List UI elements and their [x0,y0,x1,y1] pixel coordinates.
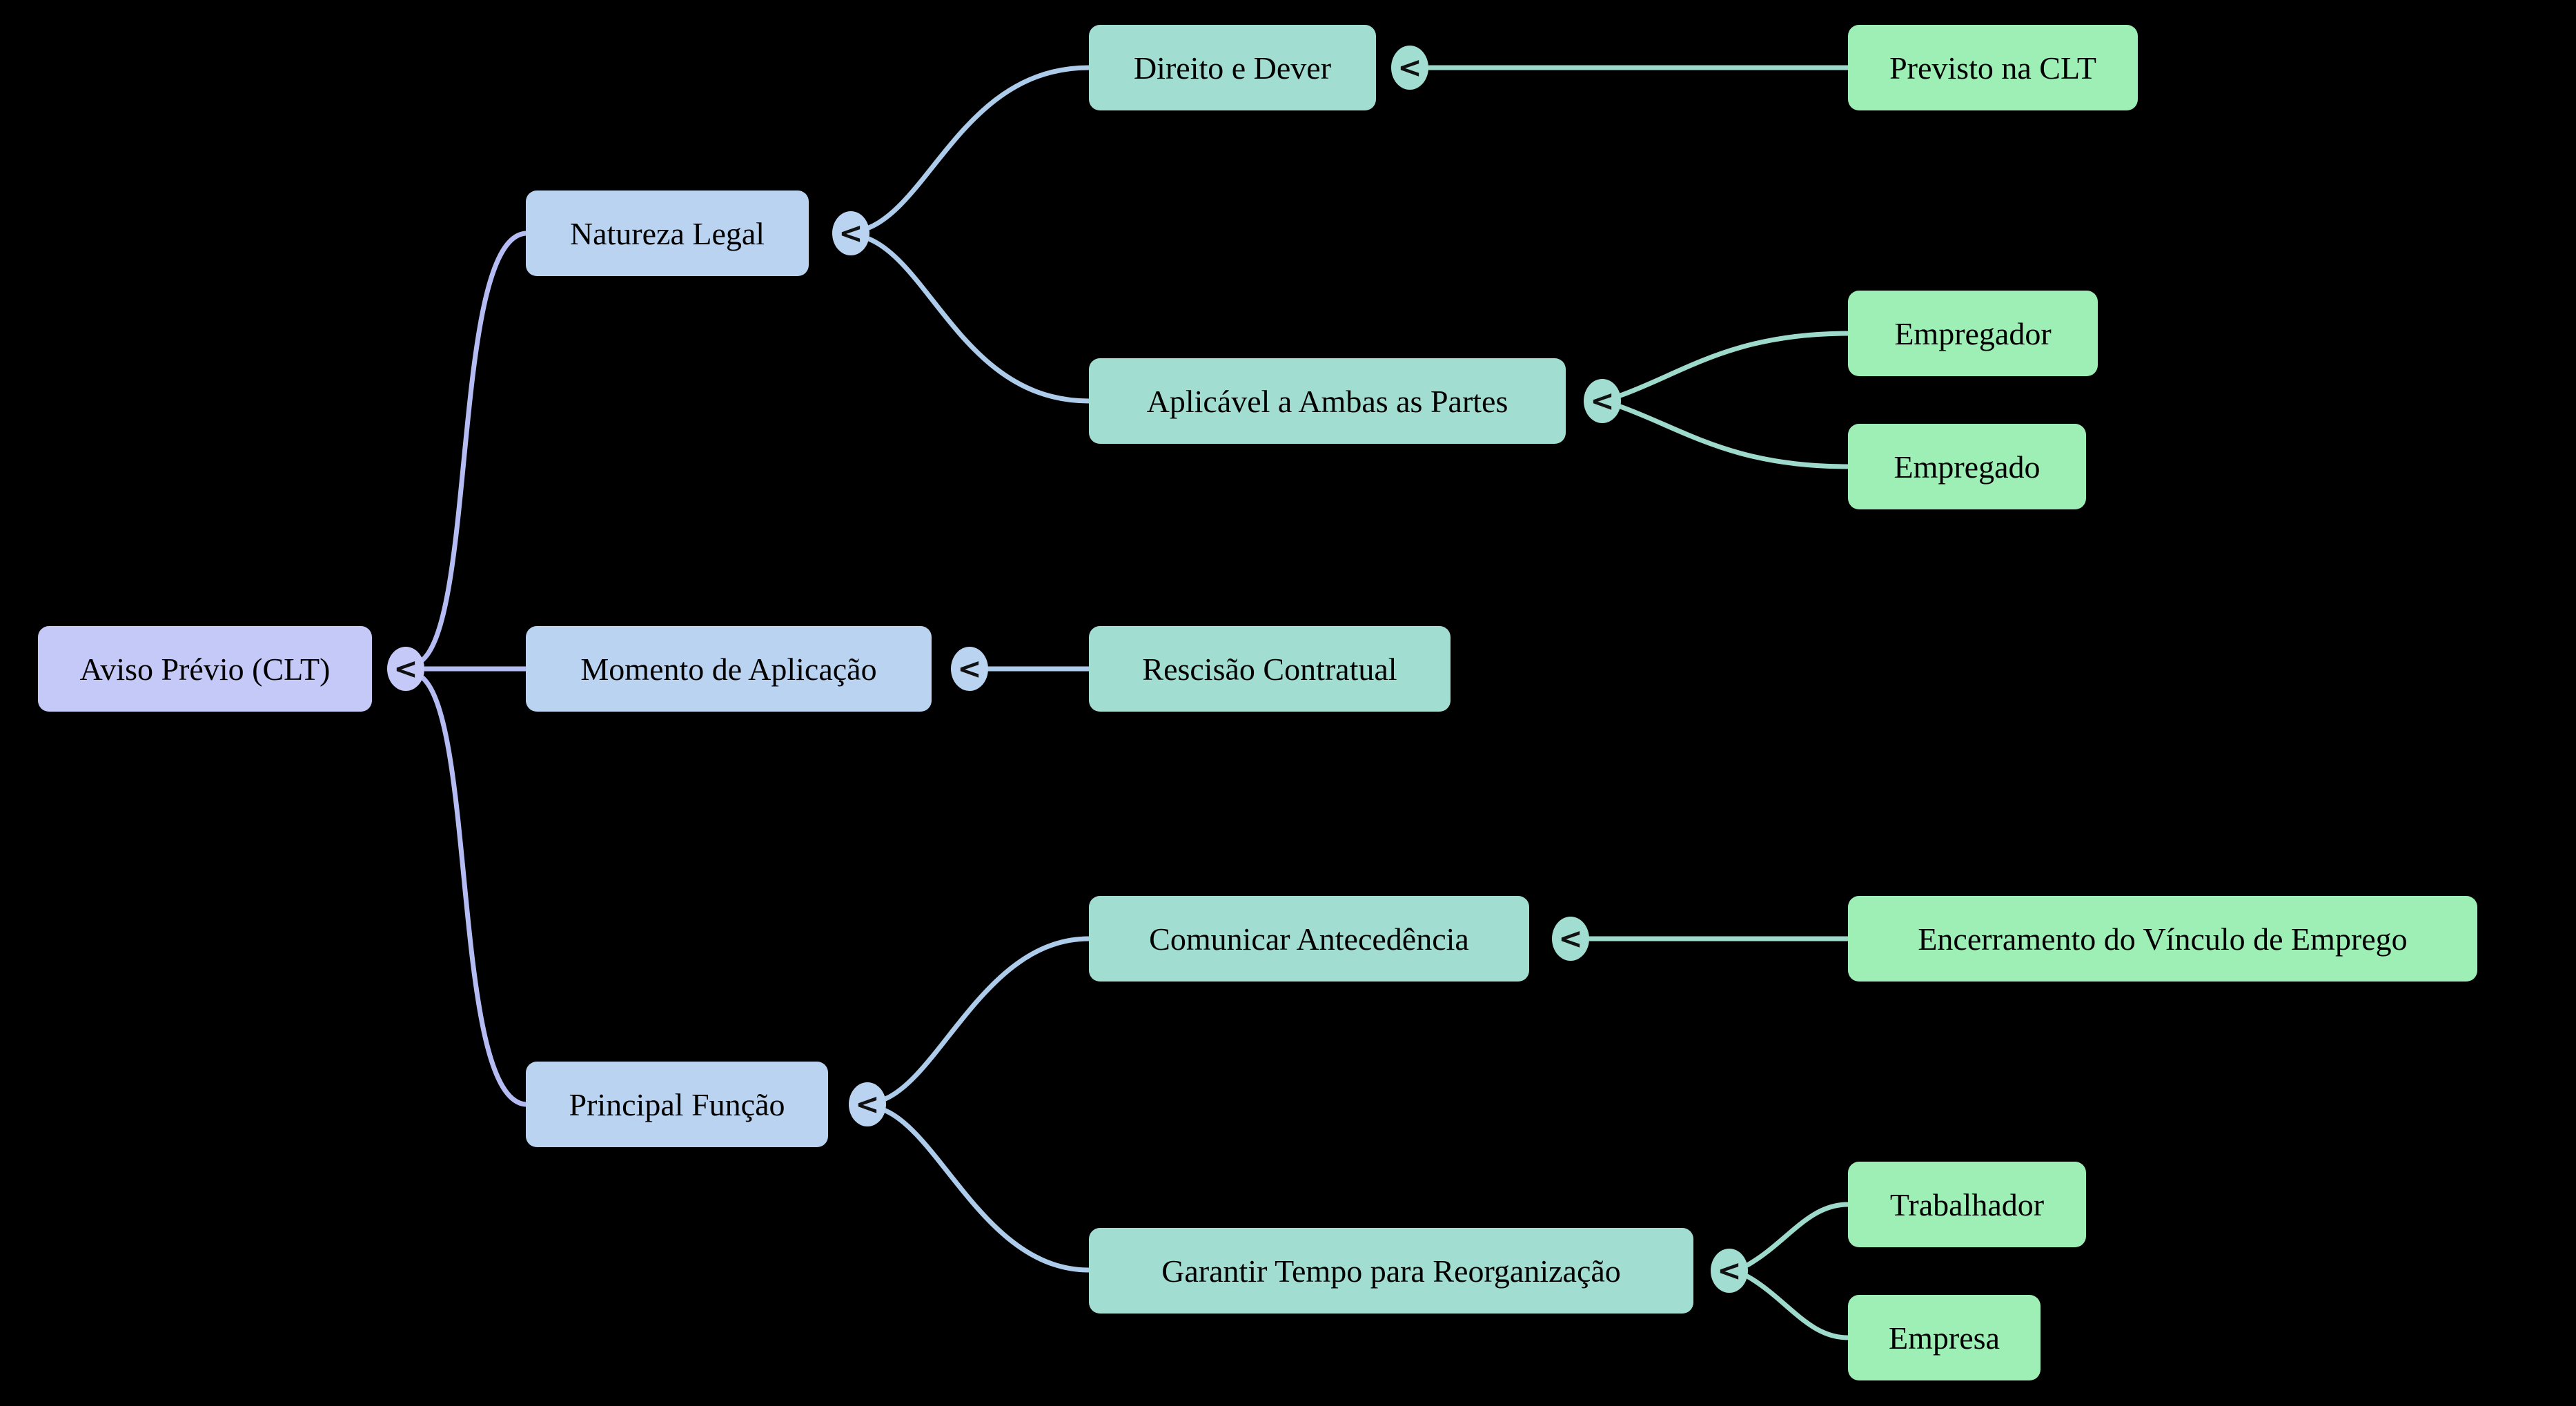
node-label: Aviso Prévio (CLT) [79,651,331,687]
node-label: Garantir Tempo para Reorganização [1161,1253,1621,1289]
node-momento-de-aplicacao[interactable]: Momento de Aplicação [526,626,932,712]
collapse-button-principal-funcao[interactable]: < [849,1082,886,1126]
node-label: Empregador [1894,315,2052,351]
node-aplicavel-a-ambas-as-partes[interactable]: Aplicável a Ambas as Partes [1089,358,1566,444]
node-garantir-tempo-para-reorganizacao[interactable]: Garantir Tempo para Reorganização [1089,1228,1693,1314]
edge-garantir-empresa [1744,1273,1851,1340]
node-empregador[interactable]: Empregador [1848,291,2098,376]
edge-principal-garantir [883,1108,1092,1273]
collapse-icon: < [1590,384,1615,418]
node-label: Principal Função [569,1086,785,1122]
edge-garantir-trabalhador [1744,1202,1851,1268]
collapse-button-momento-de-aplicacao[interactable]: < [951,647,988,691]
edge-aplicavel-empregador [1618,331,1851,398]
collapse-button-garantir-tempo-para-reorganizacao[interactable]: < [1711,1249,1748,1293]
edge-aplicavel-empregado [1618,404,1851,469]
node-trabalhador[interactable]: Trabalhador [1848,1162,2086,1247]
node-label: Comunicar Antecedência [1149,921,1469,957]
node-empresa[interactable]: Empresa [1848,1295,2041,1380]
node-label: Empregado [1894,449,2041,485]
collapse-icon: < [838,216,863,250]
collapse-button-comunicar-antecedencia[interactable]: < [1552,917,1589,961]
collapse-button-root[interactable]: < [387,647,424,691]
node-natureza-legal[interactable]: Natureza Legal [526,191,809,276]
node-principal-funcao[interactable]: Principal Função [526,1062,828,1147]
collapse-icon: < [1717,1253,1742,1287]
collapse-icon: < [855,1087,880,1121]
collapse-icon: < [957,652,982,685]
node-empregado[interactable]: Empregado [1848,424,2086,509]
collapse-button-aplicavel-a-ambas-as-partes[interactable]: < [1584,379,1621,423]
edge-root-natureza-legal [418,231,529,664]
edge-natureza-direito-e-dever [866,65,1092,231]
node-encerramento-do-vinculo-de-emprego[interactable]: Encerramento do Vínculo de Emprego [1848,896,2477,982]
node-aviso-previo-clt[interactable]: Aviso Prévio (CLT) [38,626,372,712]
node-label: Natureza Legal [569,215,765,251]
node-direito-e-dever[interactable]: Direito e Dever [1089,25,1376,110]
collapse-icon: < [393,652,418,685]
node-label: Aplicável a Ambas as Partes [1146,383,1508,419]
collapse-icon: < [1558,921,1583,955]
node-previsto-na-clt[interactable]: Previsto na CLT [1848,25,2138,110]
node-label: Rescisão Contratual [1142,651,1397,687]
collapse-button-direito-e-dever[interactable]: < [1391,46,1428,90]
collapse-icon: < [1397,50,1422,84]
collapse-button-natureza-legal[interactable]: < [832,211,869,255]
edge-root-principal-funcao [418,674,529,1107]
node-label: Empresa [1889,1320,2000,1356]
node-rescisao-contratual[interactable]: Rescisão Contratual [1089,626,1451,712]
node-label: Encerramento do Vínculo de Emprego [1918,921,2408,957]
edge-principal-comunicar [883,936,1092,1102]
node-comunicar-antecedencia[interactable]: Comunicar Antecedência [1089,896,1529,982]
node-label: Trabalhador [1889,1187,2045,1222]
edge-natureza-aplicavel [866,236,1092,404]
node-label: Direito e Dever [1133,50,1332,86]
node-label: Momento de Aplicação [580,651,877,687]
node-label: Previsto na CLT [1889,50,2096,86]
